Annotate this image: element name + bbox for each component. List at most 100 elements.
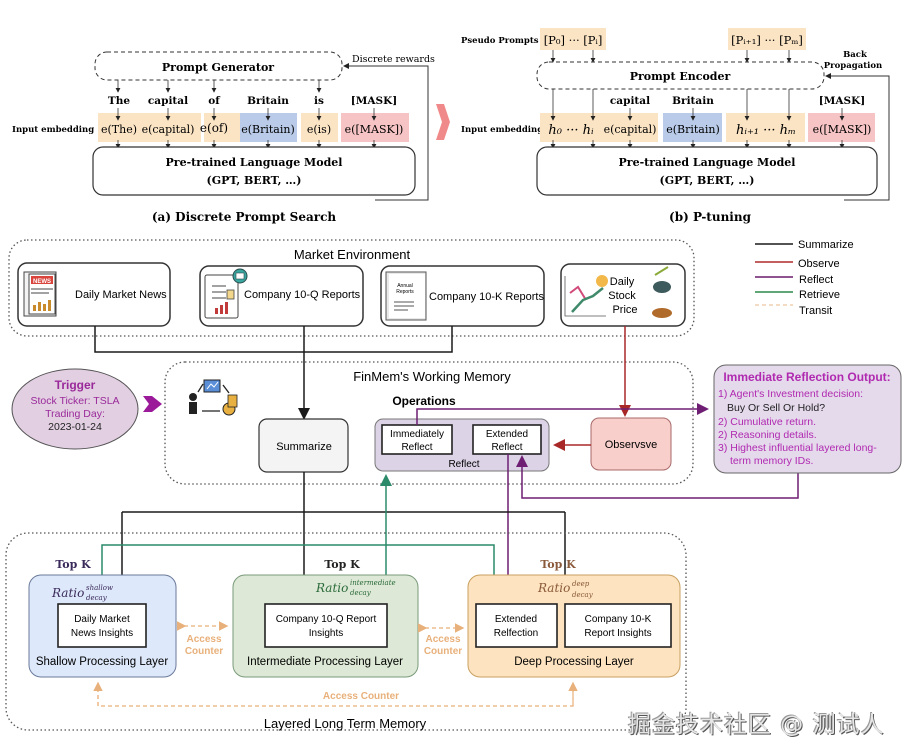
embedding: e(capital) (142, 123, 195, 136)
token: of (208, 95, 221, 107)
emb-h-left: h₀ ··· hᵢ (548, 123, 594, 138)
emb-capital: e(capital) (604, 123, 657, 136)
emb-h-right-bg (726, 113, 805, 142)
shallow-ratio-sub: decay (86, 594, 108, 602)
extended-reflect-label-1: Extended (486, 429, 528, 440)
p-tuning-panel: Pseudo Prompts [P₀] ··· [Pᵢ] [Pᵢ₊₁] ··· … (461, 28, 890, 224)
token: Britain (247, 95, 289, 107)
emb-bg-orange-1 (98, 113, 201, 142)
intermediate-ratio: Ratio (315, 581, 348, 595)
discrete-tokens: The capital of Britain is [MASK] (108, 95, 397, 107)
transit-lines (93, 621, 578, 707)
trigger-title: Trigger (55, 378, 96, 392)
retrieve-lines (101, 474, 495, 580)
newspaper-icon: NEWS (23, 271, 57, 317)
token: [MASK] (351, 95, 397, 107)
access-counter-2a: Access (425, 634, 460, 645)
trigger-ellipse (11, 368, 139, 450)
prompt-generator-label: Prompt Generator (162, 61, 274, 74)
prompt-encoder-label: Prompt Encoder (630, 70, 731, 83)
backprop-arrow (825, 73, 890, 201)
emb-mask: e([MASK]) (813, 123, 872, 136)
pseudo-prompts-label: Pseudo Prompts (461, 36, 539, 46)
emb-britain: e(Britain) (666, 123, 720, 136)
transition-arrow-icon (436, 104, 450, 140)
pseudo-prompts-left: [P₀] ··· [Pᵢ] (544, 33, 603, 47)
emb-bg-orange-2 (204, 113, 247, 142)
pseudo-right-bg (728, 28, 806, 50)
reflection-output-line: 3) Highest influential layered long- (718, 442, 877, 454)
trigger-day-label: Trading Day: (45, 408, 105, 420)
shallow-topk: Top K (55, 558, 91, 571)
deep-topk: Top K (540, 558, 576, 571)
shallow-layer-label: Shallow Processing Layer (36, 656, 168, 668)
embedding: e([MASK]) (345, 123, 404, 136)
discrete-rewards-label: Discrete rewards (352, 54, 435, 65)
extended-reflect-label-2: Reflect (491, 442, 522, 453)
long-term-memory: Layered Long Term Memory Top K Ratio sha… (5, 532, 687, 731)
observe-label: Observsve (605, 439, 658, 451)
trigger-date: 2023-01-24 (48, 421, 102, 433)
immediately-reflect-label-1: Immediately (390, 429, 444, 440)
extended-reflect-box (472, 424, 542, 455)
working-memory-title: FinMem's Working Memory (353, 369, 511, 384)
discrete-rewards-arrow (343, 63, 429, 201)
reflection-output-line: Buy Or Sell Or Hold? (727, 402, 825, 414)
propagation-label: Propagation (824, 61, 882, 71)
watermark: 掘金技术社区 @ 测试人 (628, 712, 885, 738)
input-embedding-label-b: Input embedding (461, 125, 543, 135)
memory-item-line: Insights (309, 628, 343, 639)
stock-label-line: Price (612, 304, 637, 316)
stock-chart-icon (564, 275, 608, 317)
token: capital (148, 95, 188, 107)
bull-bear-icon (652, 266, 672, 318)
source-label: Company 10-Q Reports (244, 289, 361, 301)
source-label: Company 10-K Reports (429, 291, 544, 303)
source-label: Daily Market News (75, 289, 167, 301)
token: is (314, 95, 324, 107)
deep-ratio-sub: decay (572, 591, 594, 599)
deep-memory-item-reflection (475, 603, 558, 648)
plm-box-b (536, 146, 878, 196)
token: The (108, 95, 130, 107)
token-mask: [MASK] (819, 95, 865, 107)
report-icon (204, 268, 248, 319)
annual-badge-1: Annual (397, 283, 413, 289)
memory-item-line: Report Insights (584, 628, 651, 639)
intermediate-ratio-sup: intermediate (350, 579, 396, 587)
token-britain: Britain (672, 95, 714, 107)
intermediate-layer-label: Intermediate Processing Layer (247, 656, 403, 668)
memory-item-line: News Insights (71, 628, 133, 639)
pseudo-prompts-right: [Pᵢ₊₁] ··· [Pₘ] (731, 33, 803, 47)
access-counter-bottom: Access Counter (323, 691, 399, 702)
observe-lines (553, 326, 631, 451)
intermediate-ratio-sub: decay (350, 589, 372, 597)
reflection-output-line: 1) Agent's Investment decision: (718, 388, 863, 400)
pseudo-left-bg (540, 28, 606, 50)
reflect-group-label: Reflect (448, 459, 479, 470)
memory-item-line: Daily Market (74, 614, 130, 625)
deep-layer-label: Deep Processing Layer (514, 656, 634, 668)
embedding: e(Britain) (241, 123, 295, 136)
prompt-encoder-box (536, 61, 825, 90)
working-memory-frame (164, 361, 694, 485)
memory-item-line: Company 10-Q Report (276, 614, 377, 625)
legend: Summarize Observe Reflect Retrieve Trans… (755, 239, 854, 317)
immediate-reflection-output: Immediate Reflection Output: 1) Agent's … (713, 364, 902, 474)
working-memory: FinMem's Working Memory Operations Summa… (164, 361, 694, 485)
legend-label: Observe (798, 258, 840, 270)
reflection-output-title: Immediate Reflection Output: (723, 370, 890, 384)
legend-label: Reflect (799, 274, 833, 286)
caption-a: (a) Discrete Prompt Search (152, 210, 337, 224)
discrete-embeddings: e(The) e(capital) e(of) e(Britain) e(is)… (101, 121, 403, 136)
back-label: Back (843, 50, 868, 60)
token-capital: capital (610, 95, 650, 107)
stock-label-line: Daily (610, 276, 635, 288)
input-embedding-label-a: Input embedding (12, 125, 94, 135)
ptuning-arrows (550, 50, 845, 149)
long-term-memory-frame (5, 532, 687, 731)
access-counter-1a: Access (186, 634, 221, 645)
immediately-reflect-label-2: Reflect (401, 442, 432, 453)
deep-ratio: Ratio (537, 581, 570, 595)
